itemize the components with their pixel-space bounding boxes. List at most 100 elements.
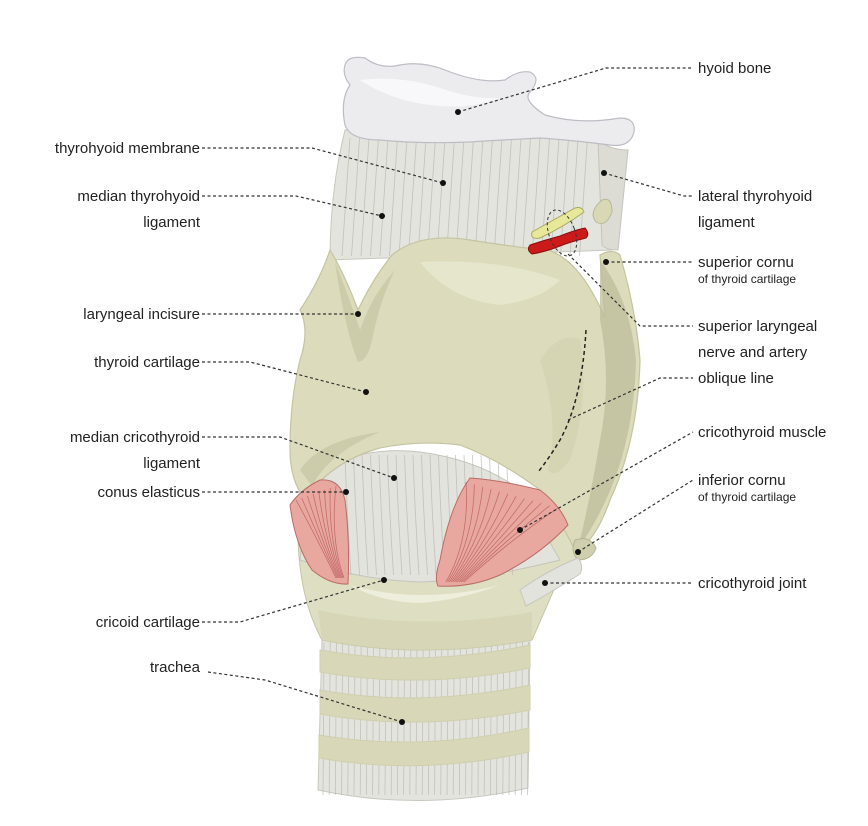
- thyrohyoid-fiber: [569, 137, 579, 257]
- label-inferior-cornu-line2: of thyroid cartilage: [698, 490, 796, 504]
- thyroid-notch-shading: [335, 262, 395, 362]
- muscle-fiber-right: [462, 505, 550, 583]
- label-lateral-thyrohyoid-ligament-line2: ligament: [698, 214, 756, 231]
- thyrohyoid-fiber: [522, 137, 531, 257]
- muscle-fiber-right: [457, 498, 525, 583]
- dot-lateral-thyrohyoid-ligament: [601, 170, 607, 176]
- leader-lines: [202, 67, 694, 723]
- cricothyroid-fiber: [395, 454, 403, 576]
- label-thyrohyoid-membrane: thyrohyoid membrane: [55, 140, 200, 157]
- label-median-thyrohyoid-ligament-line2: ligament: [143, 214, 201, 231]
- cricothyroid-fiber: [361, 454, 369, 576]
- thyrohyoid-fiber: [531, 137, 541, 257]
- dot-hyoid-bone: [455, 109, 461, 115]
- leader-thyroid-cartilage: [202, 361, 367, 393]
- dot-trachea: [399, 719, 405, 725]
- cricoid-highlight: [350, 585, 500, 603]
- muscle-fiber-left: [307, 495, 339, 579]
- dot-median-cricothyroid-ligament: [391, 475, 397, 481]
- trachea-ring-3: [318, 727, 530, 767]
- muscle-fiber-right: [463, 507, 559, 583]
- thyrohyoid-fiber: [370, 137, 379, 257]
- thyroid-right-lamina-shadow: [578, 260, 636, 548]
- thyroid-face-highlight: [420, 261, 560, 305]
- trachea-ring-2: [319, 684, 531, 723]
- leader-median-cricothyroid-ligament: [202, 436, 395, 479]
- muscle-fiber-right: [450, 489, 492, 583]
- hyoid-highlight: [360, 78, 500, 107]
- dot-conus-elasticus: [343, 489, 349, 495]
- label-conus-elasticus: conus elasticus: [97, 484, 200, 501]
- cricothyroid-fiber: [370, 454, 377, 576]
- dot-cricothyroid-muscle: [517, 527, 523, 533]
- leader-median-thyrohyoid-ligament: [202, 195, 383, 217]
- thyrohyoid-fiber: [341, 137, 351, 257]
- dot-thyroid-cartilage: [363, 389, 369, 395]
- leader-lateral-thyrohyoid-ligament: [603, 172, 693, 197]
- label-lateral-thyrohyoid-ligament-line1: lateral thyrohyoid: [698, 188, 812, 205]
- muscle-fiber-right: [452, 491, 500, 583]
- cricothyroid-fiber: [387, 454, 394, 576]
- lateral-thyrohyoid-ligament-shape: [597, 138, 629, 251]
- pointer-dots: [343, 109, 609, 725]
- leader-hyoid-bone: [457, 67, 693, 113]
- label-superior-laryngeal-line1: superior laryngeal: [698, 318, 817, 335]
- leader-cricothyroid-muscle: [519, 431, 694, 531]
- muscle-fiber-right: [447, 484, 475, 583]
- dot-thyrohyoid-membrane: [440, 180, 446, 186]
- cricothyroid-fiber: [404, 454, 411, 576]
- thyrohyoid-fiber: [360, 137, 370, 257]
- muscle-fiber-left: [295, 499, 337, 579]
- cricothyroid-fiber: [378, 454, 386, 576]
- label-median-cricothyroid-ligament-line2: ligament: [143, 455, 201, 472]
- trachea-ring-1: [319, 644, 531, 681]
- muscle-fiber-right: [448, 486, 484, 583]
- label-cricothyroid-joint: cricothyroid joint: [698, 575, 807, 592]
- label-superior-laryngeal-line2: nerve and artery: [698, 344, 808, 361]
- muscle-fiber-right: [460, 502, 542, 583]
- muscle-fiber-left: [329, 487, 344, 579]
- thyrohyoid-fiber: [503, 137, 512, 257]
- label-superior-cornu-line2: of thyroid cartilage: [698, 272, 796, 286]
- label-inferior-cornu-line1: inferior cornu: [698, 472, 786, 489]
- cricothyroid-fiber: [344, 454, 352, 576]
- thyrohyoid-fiber: [398, 137, 408, 257]
- oblique-line-path: [537, 329, 587, 473]
- trachea-group: [317, 639, 531, 802]
- muscle-fiber-right: [453, 493, 509, 583]
- muscle-fiber-left: [301, 497, 338, 579]
- thyrohyoid-fiber: [379, 137, 389, 257]
- thyrohyoid-fiber: [389, 137, 398, 257]
- label-trachea: trachea: [150, 659, 201, 676]
- cricothyroid-muscle-right: [435, 477, 569, 587]
- muscle-fiber-left: [333, 485, 345, 579]
- leader-thyrohyoid-membrane: [202, 147, 444, 184]
- left-labels: thyrohyoid membrane median thyrohyoid li…: [55, 140, 201, 676]
- label-median-cricothyroid-ligament-line1: median cricothyroid: [70, 429, 200, 446]
- thyroid-side-shadow: [540, 337, 584, 474]
- dot-cricothyroid-joint: [542, 580, 548, 586]
- thyrohyoid-fiber: [512, 137, 522, 257]
- dot-cricoid-cartilage: [381, 577, 387, 583]
- superior-laryngeal-artery: [527, 227, 589, 255]
- label-thyroid-cartilage: thyroid cartilage: [94, 354, 200, 371]
- right-labels: hyoid bone lateral thyrohyoid ligament s…: [698, 60, 826, 592]
- cricothyroid-joint-shape: [519, 557, 583, 607]
- leader-cricoid-cartilage: [202, 579, 385, 623]
- cricothyroid-fiber: [412, 454, 420, 576]
- muscle-fiber-right: [445, 481, 467, 583]
- muscle-fiber-right: [458, 500, 534, 583]
- thyrohyoid-fiber: [351, 137, 360, 257]
- label-laryngeal-incisure: laryngeal incisure: [83, 306, 200, 323]
- leader-inferior-cornu: [577, 479, 694, 553]
- dot-inferior-cornu: [575, 549, 581, 555]
- label-cricothyroid-muscle: cricothyroid muscle: [698, 424, 826, 441]
- muscle-fiber-right: [455, 495, 517, 583]
- cricothyroid-fiber: [429, 454, 437, 576]
- thyrohyoid-fiber: [493, 137, 503, 257]
- leader-oblique-line: [567, 377, 693, 421]
- label-hyoid-bone: hyoid bone: [698, 60, 771, 77]
- triticeous-cartilage: [592, 198, 613, 225]
- muscle-fiber-left: [312, 493, 340, 579]
